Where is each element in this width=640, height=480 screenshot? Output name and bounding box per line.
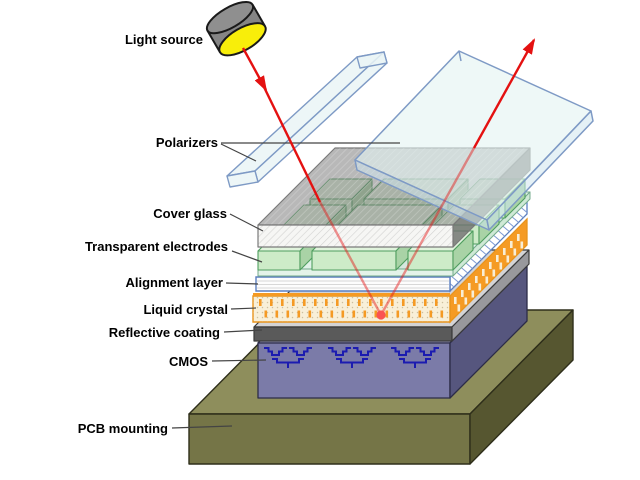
leader-cover-glass	[229, 213, 264, 232]
alignment-right-hatch	[450, 200, 527, 291]
reflection-point-dot	[376, 310, 386, 320]
leader-liquid-crystal	[230, 307, 257, 310]
layer-liquid-crystal	[252, 217, 528, 324]
label-cmos: CMOS	[169, 354, 208, 369]
pcb-right-face	[469, 309, 574, 465]
reflected-ray-arrow	[472, 38, 536, 149]
label-liquid-crystal: Liquid crystal	[143, 302, 228, 317]
label-cover-glass: Cover glass	[153, 206, 227, 221]
light-rays	[241, 38, 536, 316]
leader-transparent-electrodes	[231, 250, 263, 263]
incoming-ray-line	[261, 84, 322, 203]
polarizer-right-side-right	[486, 110, 594, 231]
incoming-ray-arrow	[241, 47, 268, 92]
label-polarizers: Polarizers	[156, 135, 218, 150]
leader-reflective-coating	[223, 329, 263, 333]
cover-glass-front-hatch	[258, 225, 453, 247]
lc-right-dashes	[454, 234, 524, 312]
leader-pcb-mounting	[171, 425, 233, 429]
label-transparent-electrodes: Transparent electrodes	[85, 239, 228, 254]
reflected-ray-inside-stack	[379, 147, 476, 316]
incoming-ray-inside-stack	[318, 201, 383, 316]
polarizer-left-cap-top	[356, 51, 388, 69]
label-alignment-layer: Alignment layer	[125, 275, 223, 290]
alignment-front-stripes	[257, 280, 449, 289]
leader-cmos	[211, 359, 267, 362]
leader-alignment-layer	[225, 282, 259, 285]
label-light-source: Light source	[125, 32, 203, 47]
lc-front-dashes	[259, 299, 444, 318]
light-source-icon	[205, 0, 267, 57]
polarizer-right	[354, 50, 594, 231]
polarizer-left	[226, 51, 388, 188]
lc-front-texture	[253, 296, 450, 322]
leader-polarizers-left	[220, 143, 257, 162]
label-reflective-coating: Reflective coating	[109, 325, 220, 340]
layer-labels: Light source Polarizers Cover glass Tran…	[78, 32, 228, 436]
label-leader-lines	[171, 142, 400, 429]
reflective-front-face	[253, 326, 453, 342]
lamp-beam-face	[218, 22, 267, 57]
reflective-right-face	[451, 249, 530, 342]
polarizer-left-cap-bottom	[226, 170, 259, 188]
label-pcb-mounting: PCB mounting	[78, 421, 168, 436]
pcb-front-face	[188, 413, 471, 465]
layer-alignment	[255, 198, 528, 293]
